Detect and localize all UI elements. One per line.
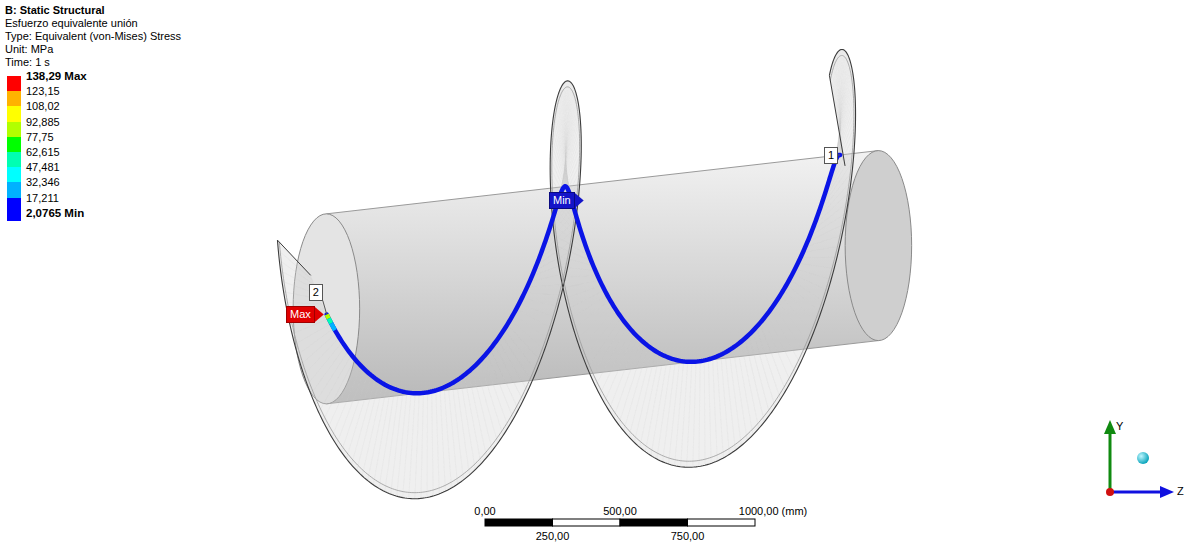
scale-bar-segment [688, 519, 756, 526]
flight-edge [277, 49, 855, 498]
scale-value: 0,00 [474, 505, 495, 518]
legend-swatch [7, 122, 21, 137]
axis-origin [1106, 488, 1114, 496]
axis-z [1110, 491, 1162, 494]
scale-bar-segment [553, 519, 621, 526]
scale-value: 250,00 [536, 530, 570, 543]
scale-bar-segment [485, 519, 553, 526]
legend-value: 62,615 [26, 146, 60, 159]
callout-number: 2 [309, 284, 323, 301]
callout-text: 1 [828, 149, 834, 162]
flight-edge [279, 55, 854, 492]
axis-label: Y [1116, 420, 1123, 433]
axis-label: Z [1177, 485, 1184, 498]
axis-ball [1137, 452, 1149, 464]
legend-swatch [7, 152, 21, 167]
legend-value: 32,346 [26, 176, 60, 189]
axis-z-head [1160, 486, 1174, 498]
legend-value: 108,02 [26, 100, 60, 113]
callout-text: Min [553, 194, 571, 207]
axis-y [1109, 432, 1112, 492]
result-name: Esfuerzo equivalente unión [5, 17, 138, 30]
legend-swatch [7, 213, 21, 221]
scale-value: 750,00 [671, 530, 705, 543]
legend-swatch [7, 182, 21, 197]
flag-pointer [314, 306, 324, 323]
weld-hotspot [329, 318, 332, 323]
result-type: Type: Equivalent (von-Mises) Stress [5, 30, 181, 43]
flight-end-edge [277, 240, 310, 275]
flight-strip [699, 360, 705, 466]
callout-number: 1 [824, 147, 838, 164]
legend-swatch [7, 106, 21, 121]
flag-pointer [574, 192, 584, 209]
flight-strip [421, 392, 428, 498]
legend-value: 138,29 Max [26, 70, 87, 83]
flight-strip [798, 257, 837, 268]
legend-value: 47,481 [26, 161, 60, 174]
legend-swatch [7, 167, 21, 182]
axis-y-head [1104, 420, 1116, 434]
legend-value: 17,211 [26, 192, 59, 205]
weld-hotspot [327, 315, 329, 319]
legend-value: 77,75 [26, 131, 54, 144]
legend-value: 92,885 [26, 116, 60, 129]
legend-swatch [7, 137, 21, 152]
legend-swatch [7, 91, 21, 106]
min-flag: Min [549, 192, 575, 209]
flight-surface [277, 50, 855, 499]
callout-text: Max [290, 308, 311, 321]
callout-text: 2 [313, 286, 319, 299]
shaft-end [845, 151, 912, 341]
max-flag: Max [286, 306, 315, 323]
legend-swatch [7, 76, 21, 91]
weld-hotspot [331, 323, 335, 330]
result-unit: Unit: MPa [5, 43, 53, 56]
callout-leader [838, 155, 840, 156]
scale-bar-segment [620, 519, 688, 526]
weld-line [327, 155, 840, 393]
legend-swatch [7, 198, 21, 213]
callout-leader [323, 301, 327, 315]
scale-value: 1000,00 (mm) [739, 505, 807, 518]
result-time: Time: 1 s [5, 56, 50, 69]
result-title: B: Static Structural [5, 4, 105, 17]
scale-value: 500,00 [603, 505, 637, 518]
legend-value: 2,0765 Min [26, 207, 84, 220]
legend-value: 123,15 [26, 85, 60, 98]
